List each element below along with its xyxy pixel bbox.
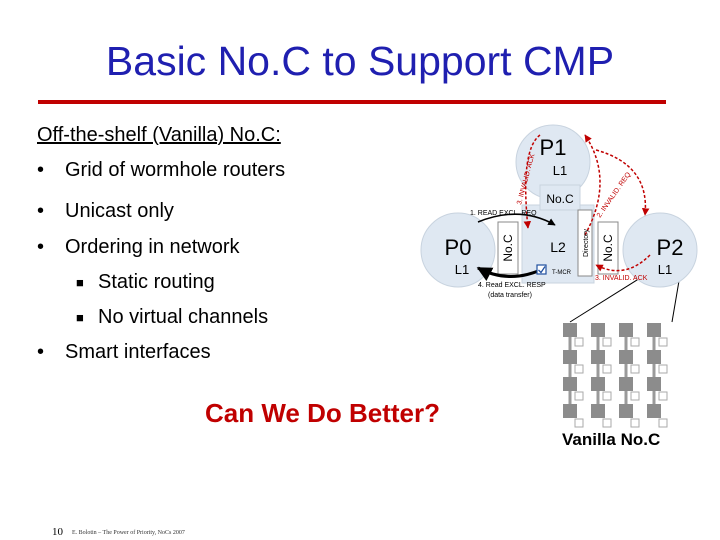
bullet-item: •Unicast only — [37, 200, 174, 222]
sub-bullet-text: No virtual channels — [98, 306, 269, 328]
bullet-item: •Ordering in network — [37, 236, 240, 258]
message-label: (data transfer) — [488, 292, 532, 299]
slide-title: Basic No.C to Support CMP — [105, 38, 615, 84]
section-heading: Off-the-shelf (Vanilla) No.C: — [37, 124, 281, 146]
noc-right-box — [597, 221, 619, 275]
p1-cache-label: L1 — [553, 163, 567, 178]
sub-bullet-item: ■No virtual channels — [76, 306, 269, 328]
p0-node — [420, 212, 496, 288]
sub-bullet-item: ■Static routing — [76, 271, 215, 293]
invalid-ack-arrow-p2 — [595, 254, 651, 272]
directory-label: Directory — [583, 229, 590, 258]
p0-cache-label: L1 — [455, 262, 469, 277]
sub-bullet-text: Static routing — [98, 271, 215, 293]
invalid-ack-arrow — [523, 134, 541, 229]
tmcr-label: T-MCR — [552, 270, 572, 276]
vanilla-noc-label: Vanilla No.C — [562, 430, 661, 449]
p2-cache-label: L1 — [658, 262, 672, 277]
connector-line — [671, 274, 681, 323]
slide-number: 10 — [52, 526, 63, 538]
message-label: 1. READ EXCL. REQ — [470, 210, 537, 217]
p2-label: P2 — [657, 235, 684, 260]
noc-left-label: No.C — [501, 234, 515, 262]
message-label: 2. INVALID. REQ — [596, 171, 633, 219]
noc-center-label: No.C — [546, 192, 574, 206]
p2-node — [622, 212, 698, 288]
bullet-item: •Smart interfaces — [37, 341, 211, 363]
checkbox-icon — [536, 264, 547, 275]
noc-right-label: No.C — [601, 234, 615, 262]
p1-label: P1 — [540, 135, 567, 160]
bullet-text: Unicast only — [65, 200, 174, 222]
noc-left-box — [497, 221, 519, 275]
bullet-item: •Grid of wormhole routers — [37, 159, 286, 181]
invalid-req-arrow-p2 — [595, 149, 650, 216]
invalid-req-arrow — [584, 134, 601, 236]
message-label: 3. INVALID. ACK — [595, 275, 648, 282]
connector-line — [569, 274, 646, 323]
router-grid — [563, 323, 668, 428]
bullet-text: Smart interfaces — [65, 341, 211, 363]
footer-citation: E. Bolotin – The Power of Priority, NoCs… — [72, 530, 185, 536]
title-divider — [38, 100, 666, 104]
l2-label: L2 — [550, 239, 566, 255]
bullet-text: Grid of wormhole routers — [65, 159, 286, 181]
callout-text: Can We Do Better? — [205, 398, 440, 428]
read-excl-req-arrow — [477, 213, 556, 226]
directory-box — [577, 209, 593, 277]
p0-label: P0 — [445, 235, 472, 260]
check-mark-icon — [538, 266, 546, 274]
noc-center-box — [539, 184, 581, 211]
bullet-text: Ordering in network — [65, 236, 240, 258]
message-label: 4. Read EXCL. RESP — [478, 282, 546, 289]
